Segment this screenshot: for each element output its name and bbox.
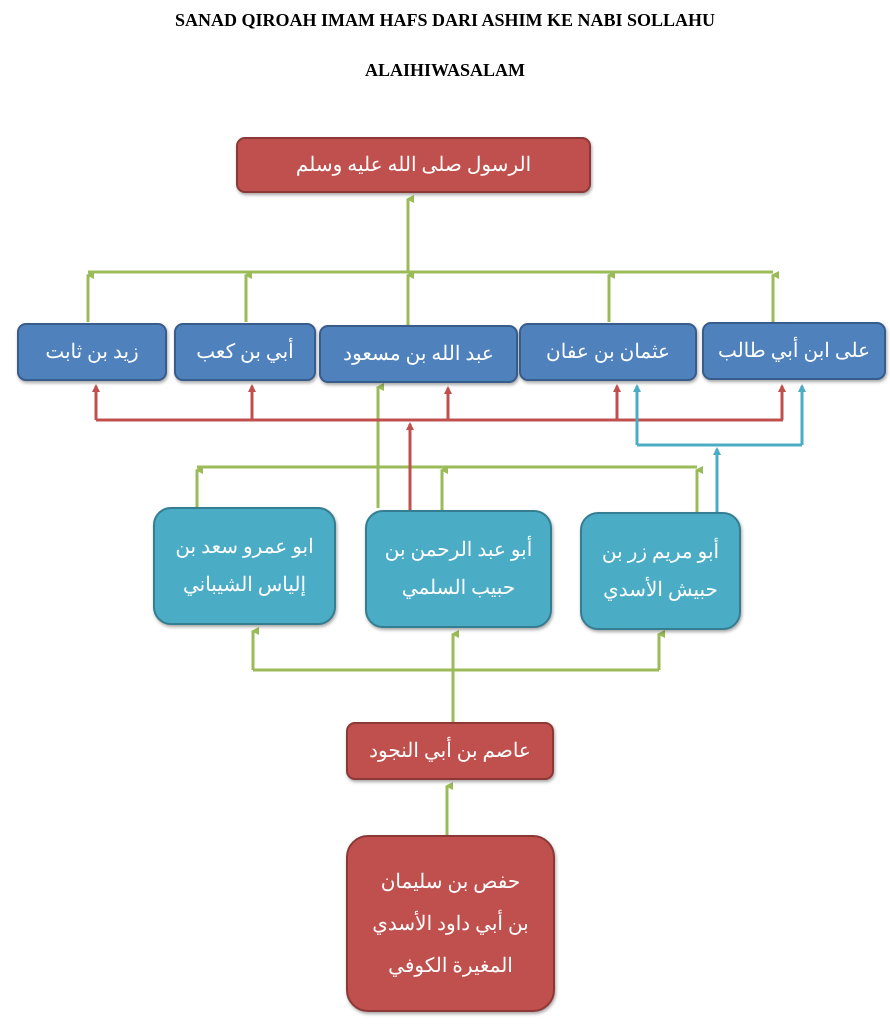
node-uthman: عثمان بن عفان xyxy=(519,323,697,381)
node-hafs: حفص بن سليمان بن أبي داود الأسدي المغيرة… xyxy=(346,835,555,1012)
node-ubay: أبي بن كعب xyxy=(174,323,316,381)
title-line-1: SANAD QIROAH IMAM HAFS DARI ASHIM KE NAB… xyxy=(174,10,716,30)
green-connectors xyxy=(86,195,779,835)
cyan-connectors xyxy=(633,384,806,530)
node-sulami: أبو عبد الرحمن بن حبيب السلمي xyxy=(365,510,552,628)
node-zaid: زيد بن ثابت xyxy=(17,323,167,381)
node-abu-amr: ابو عمرو سعد بن إلياس الشيباني xyxy=(153,507,336,625)
node-ali: على ابن أبي طالب xyxy=(702,322,886,380)
node-asim: عاصم بن أبي النجود xyxy=(346,722,554,780)
node-prophet: الرسول صلى الله عليه وسلم xyxy=(236,137,591,193)
red-connectors xyxy=(92,384,786,510)
node-ibn-masud: عبد الله بن مسعود xyxy=(319,325,518,383)
title-line-2: ALAIHIWASALAM xyxy=(364,60,526,80)
node-zirr: أبو مريم زر بن حبيش الأسدي xyxy=(580,512,741,630)
